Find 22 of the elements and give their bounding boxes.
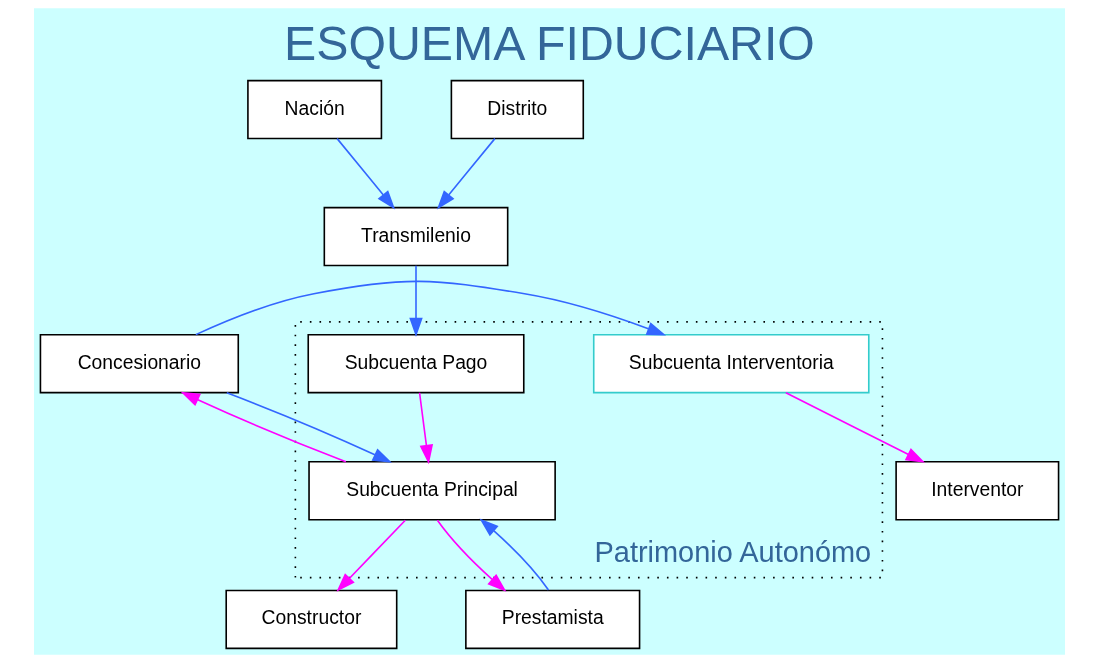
arrow: [195, 280, 667, 336]
node-box: Transmilenio: [323, 206, 509, 267]
arrow: [479, 518, 550, 591]
node-box: Interventor: [895, 460, 1060, 521]
node-box: Constructor: [225, 589, 398, 650]
arrow: [436, 137, 496, 210]
arrow: [436, 519, 507, 592]
node-box: Subcuenta Interventoria: [592, 333, 870, 394]
arrow: [180, 391, 347, 463]
arrow: [409, 264, 423, 338]
arrow: [226, 391, 392, 463]
node-box: Concesionario: [39, 333, 240, 394]
node-box: Prestamista: [465, 589, 641, 650]
diagram-title: ESQUEMA FIDUCIARIO: [284, 15, 815, 70]
arrow: [336, 519, 407, 592]
node-box: Nación: [247, 79, 383, 140]
arrow: [418, 391, 434, 465]
node-box: Distrito: [450, 79, 585, 140]
arrow: [336, 137, 396, 210]
arrow: [785, 391, 926, 463]
node-box: Subcuenta Pago: [307, 333, 525, 394]
node-box: Subcuenta Principal: [308, 460, 556, 521]
